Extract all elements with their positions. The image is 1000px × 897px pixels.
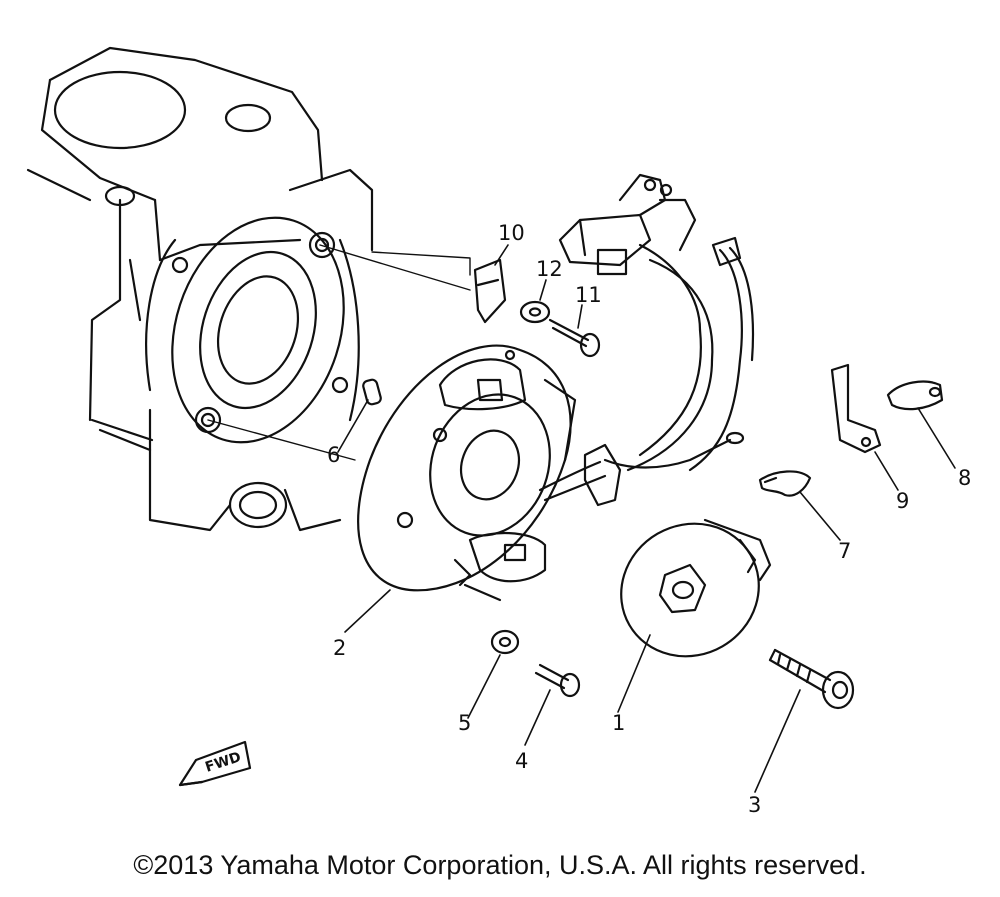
callout-11: 11	[575, 283, 602, 307]
callout-12: 12	[536, 257, 563, 281]
callout-1: 1	[612, 711, 625, 735]
crankcase-outline	[26, 46, 471, 532]
screw-part-4	[534, 663, 581, 698]
callout-6: 6	[327, 443, 340, 467]
cable-clamp-part-7	[758, 470, 812, 497]
copyright-notice: ©2013 Yamaha Motor Corporation, U.S.A. A…	[133, 850, 867, 880]
wiring-harness	[558, 173, 755, 507]
callout-9: 9	[896, 489, 909, 513]
callout-10: 10	[498, 221, 525, 245]
bracket-part-9	[830, 363, 882, 454]
callout-8: 8	[958, 466, 971, 490]
rotor-part-1	[620, 518, 772, 658]
bolt-part-3	[768, 648, 855, 710]
callout-7: 7	[838, 539, 851, 563]
callout-2: 2	[333, 636, 346, 660]
callout-4: 4	[515, 749, 528, 773]
stator-plate-assembly	[357, 344, 607, 602]
leader-lines	[337, 244, 956, 793]
screw-part-11	[548, 318, 601, 358]
washer-part-12	[519, 300, 551, 324]
washer-part-5	[490, 629, 520, 655]
clamp-part-8	[886, 380, 944, 411]
exploded-parts-diagram: FWD 2 1 3 4 5 6 7 8 9 10 12 11	[26, 46, 971, 817]
fwd-direction-arrow-icon: FWD	[178, 740, 252, 787]
callout-5: 5	[458, 711, 471, 735]
bracket-clip-part-10	[473, 258, 507, 324]
callout-3: 3	[748, 793, 761, 817]
